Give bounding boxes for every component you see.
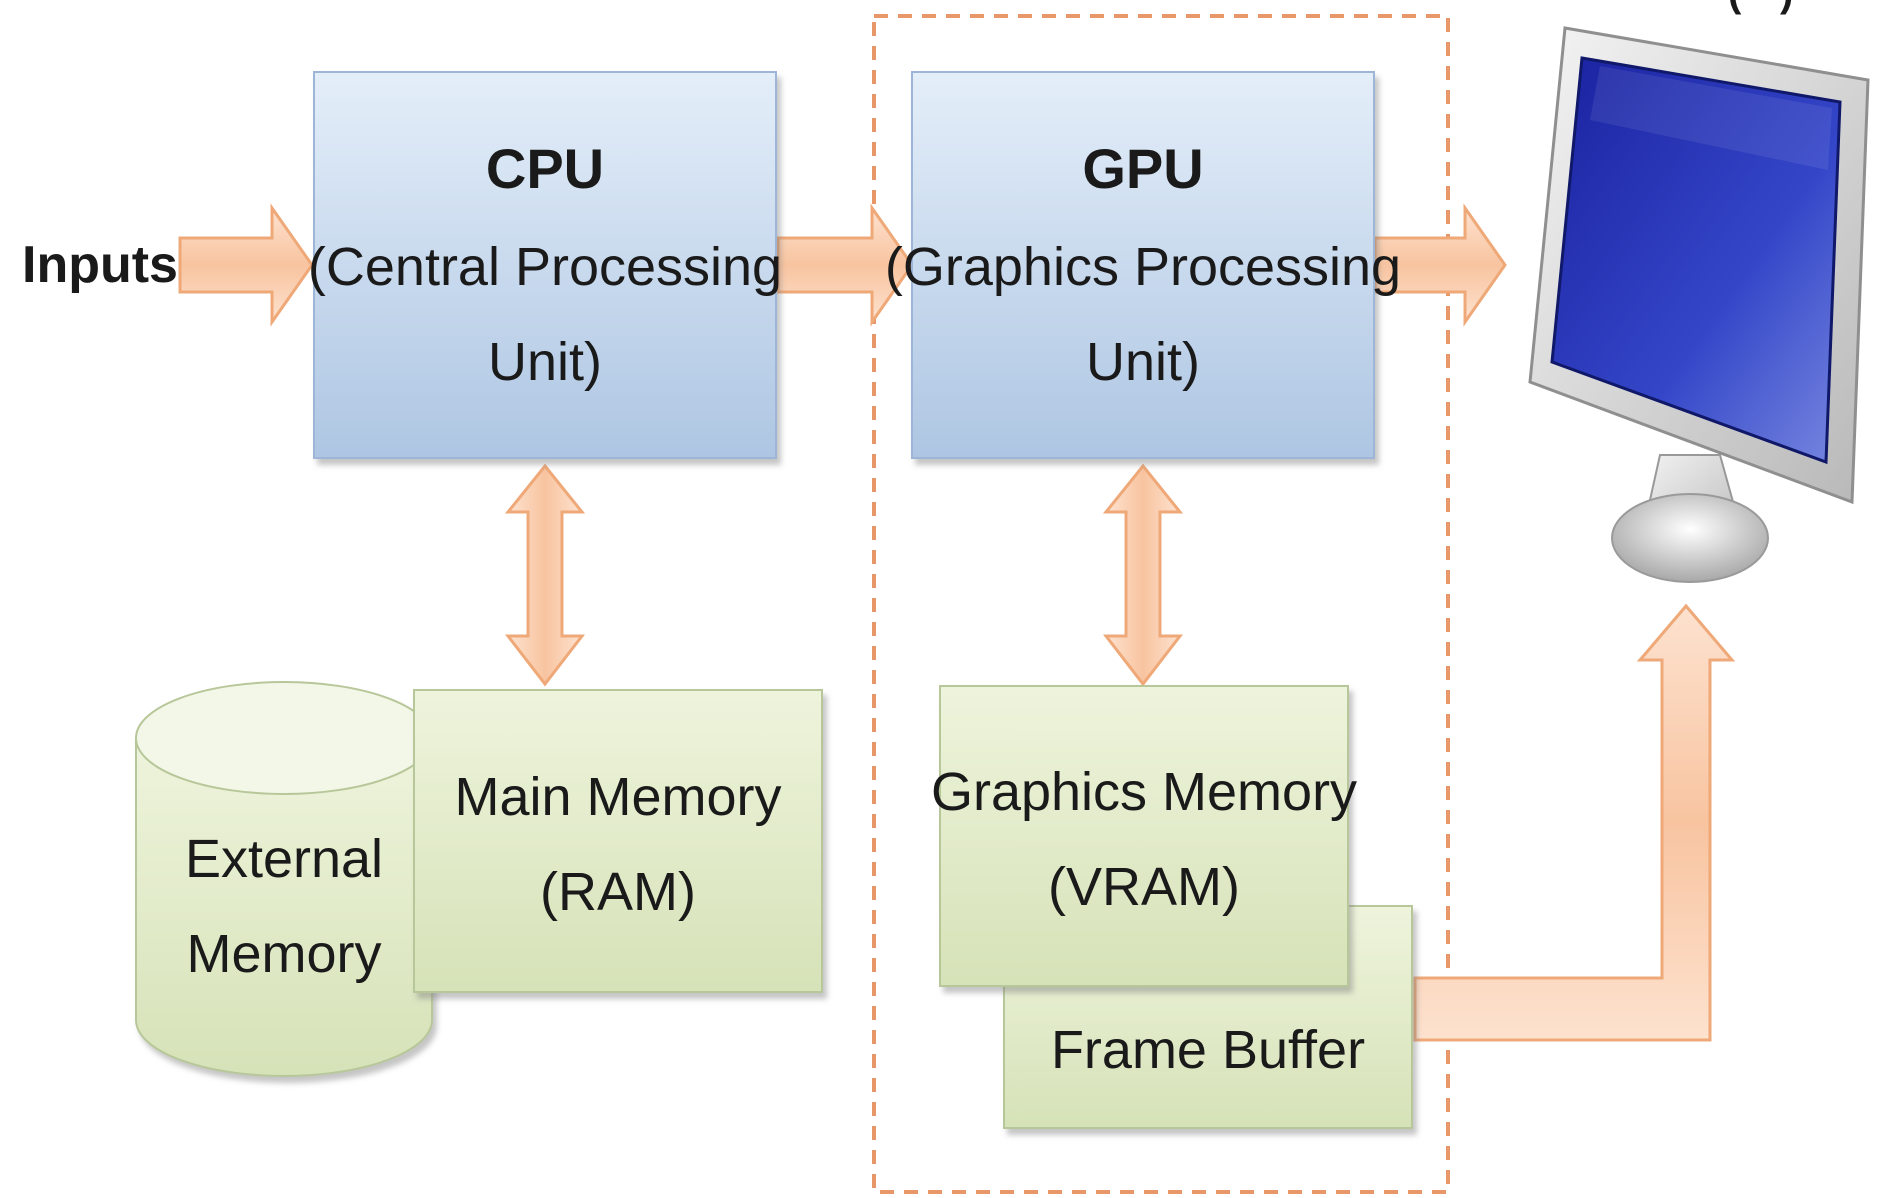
cpu-line2: Unit): [488, 332, 602, 392]
cpu-ram-double-arrow: [504, 463, 586, 687]
gpu-line2: Unit): [1086, 332, 1200, 392]
main-memory-line1: Main Memory: [454, 767, 781, 827]
svg-text:): ): [1780, 0, 1793, 15]
cpu-line1: (Central Processing: [308, 237, 782, 297]
svg-text:(: (: [1728, 0, 1742, 15]
external-memory-line2: Memory: [186, 924, 381, 984]
gpu-vram-double-arrow: [1102, 463, 1184, 687]
monitor-screen: [1550, 56, 1842, 465]
gpu-line1: (Graphics Processing: [885, 237, 1401, 297]
gpu-box: [911, 71, 1375, 459]
main-memory-line2: (RAM): [540, 862, 696, 922]
monitor-icon: ( ): [1528, 0, 1870, 583]
gpu-region-border: [872, 14, 1450, 1194]
gpu-title: GPU: [1082, 137, 1203, 200]
cpu-title: CPU: [486, 137, 604, 200]
main-memory-box: [413, 689, 823, 993]
external-memory-line1: External: [185, 829, 383, 889]
graphics-memory-line2: (VRAM): [1048, 857, 1240, 917]
external-memory-cylinder: [135, 681, 433, 1077]
graphics-memory-line1: Graphics Memory: [931, 762, 1357, 822]
inputs-label: Inputs: [22, 236, 178, 294]
graphics-memory-box: [939, 685, 1349, 987]
framebuffer-to-display-arrow: [1413, 603, 1736, 1042]
gpu-to-display-arrow: [1373, 203, 1507, 327]
cpu-to-gpu-arrow: [776, 203, 914, 327]
cpu-box: [313, 71, 777, 459]
inputs-arrow: [178, 203, 314, 327]
frame-buffer-label: Frame Buffer: [1051, 1020, 1365, 1080]
